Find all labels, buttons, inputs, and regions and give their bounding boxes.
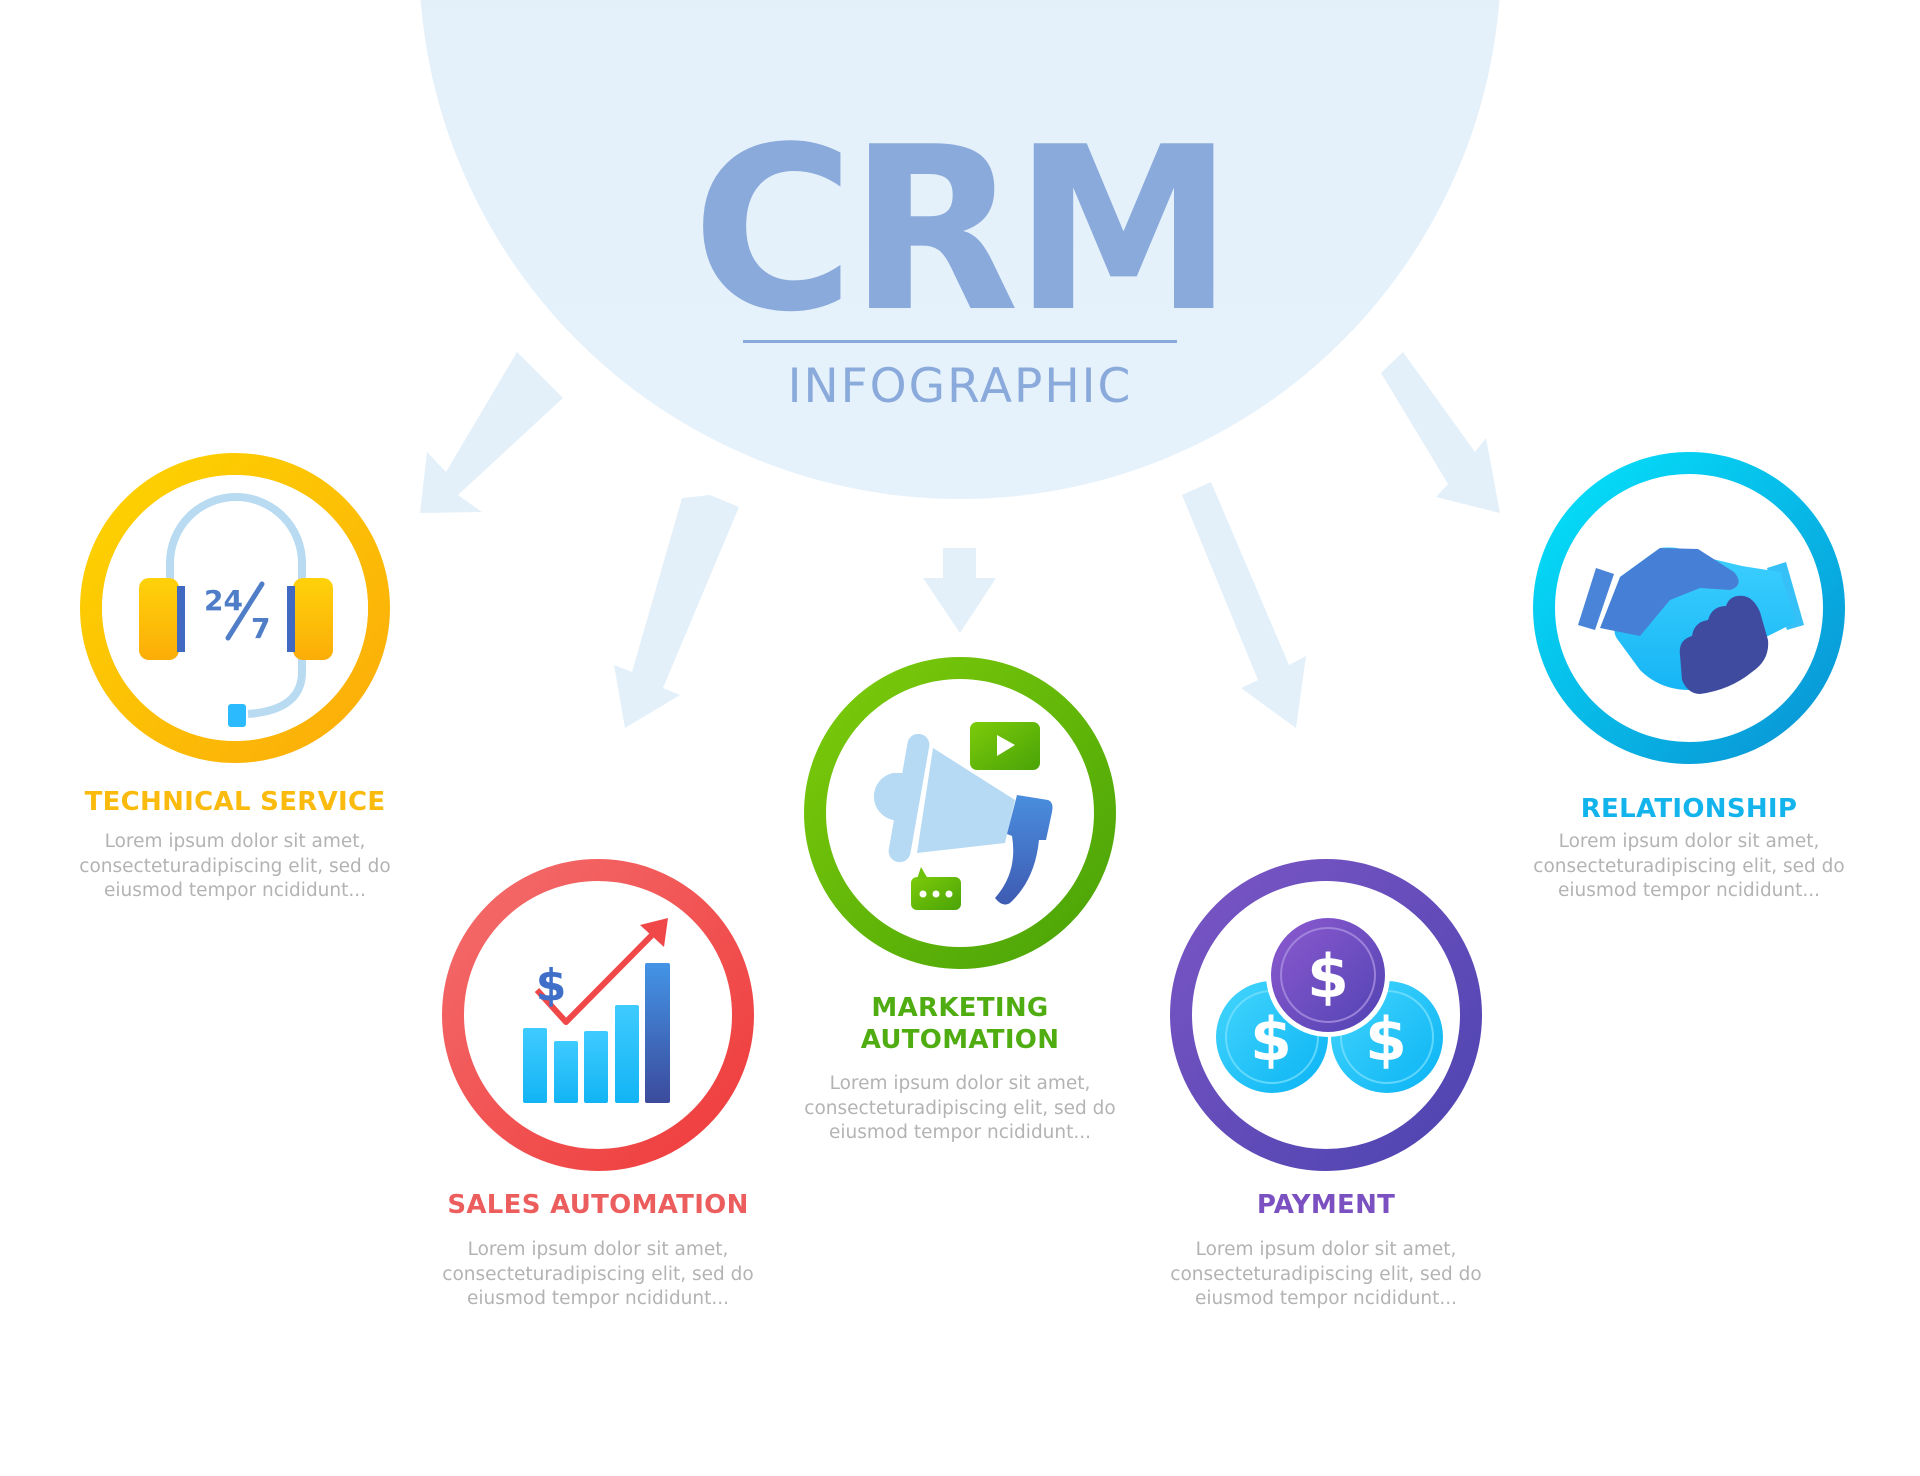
technical-service-description: Lorem ipsum dolor sit amet, consectetura… (25, 830, 445, 904)
desc-line: Lorem ipsum dolor sit amet, (104, 831, 366, 852)
desc-line: Lorem ipsum dolor sit amet, (829, 1073, 1091, 1094)
relationship-description: Lorem ipsum dolor sit amet, consectetura… (1479, 830, 1899, 904)
arrow-to-marketing-automation (923, 548, 996, 633)
desc-line: Lorem ipsum dolor sit amet, (467, 1239, 729, 1260)
desc-line: consecteturadipiscing elit, sed do (804, 1097, 1116, 1119)
page-subtitle: INFOGRAPHIC (787, 359, 1133, 414)
svg-text:$: $ (1307, 942, 1349, 1012)
dollar-coins-icon: $ $ $ (1216, 913, 1443, 1093)
desc-line: eiusmod tempor ncididunt... (828, 1122, 1092, 1143)
desc-line: eiusmod tempor ncididunt... (466, 1288, 730, 1309)
arrow-to-sales-automation (614, 495, 739, 728)
relationship-title: RELATIONSHIP (1580, 794, 1798, 824)
page-title: CRM (692, 99, 1234, 362)
sales-automation-title: SALES AUTOMATION (447, 1190, 749, 1220)
title-line: AUTOMATION (860, 1025, 1060, 1055)
desc-line: Lorem ipsum dolor sit amet, (1558, 831, 1820, 852)
handshake-icon (1578, 547, 1804, 694)
payment-circle (1170, 859, 1482, 1171)
desc-line: consecteturadipiscing elit, sed do (79, 855, 391, 877)
sales-automation-circle (442, 859, 754, 1171)
payment-title: PAYMENT (1256, 1190, 1396, 1220)
marketing-automation-title: MARKETING AUTOMATION (750, 992, 1170, 1056)
svg-text:$: $ (536, 960, 567, 1011)
desc-line: consecteturadipiscing elit, sed do (442, 1263, 754, 1285)
marketing-automation-circle (804, 657, 1116, 969)
arrow-to-relationship (1381, 352, 1500, 513)
arrow-to-technical-service (420, 352, 563, 513)
title-line: MARKETING (871, 993, 1049, 1023)
hero-semicircle (420, 0, 1500, 499)
megaphone-icon (873, 722, 1053, 910)
desc-line: eiusmod tempor ncididunt... (1194, 1288, 1458, 1309)
desc-line: eiusmod tempor ncididunt... (1557, 880, 1821, 901)
svg-text:7: 7 (251, 612, 270, 645)
title-divider (743, 340, 1177, 343)
arrow-to-payment (1182, 482, 1306, 728)
svg-text:24: 24 (204, 584, 243, 617)
sales-growth-chart-icon: $ (523, 918, 670, 1103)
desc-line: consecteturadipiscing elit, sed do (1533, 855, 1845, 877)
payment-description: Lorem ipsum dolor sit amet, consectetura… (1116, 1238, 1536, 1312)
technical-service-title: TECHNICAL SERVICE (84, 787, 386, 817)
headset-24-7-icon: 24 7 (139, 493, 333, 727)
desc-line: eiusmod tempor ncididunt... (103, 880, 367, 901)
desc-line: Lorem ipsum dolor sit amet, (1195, 1239, 1457, 1260)
marketing-automation-description: Lorem ipsum dolor sit amet, consectetura… (750, 1072, 1170, 1146)
relationship-circle (1533, 452, 1845, 764)
sales-automation-description: Lorem ipsum dolor sit amet, consectetura… (388, 1238, 808, 1312)
desc-line: consecteturadipiscing elit, sed do (1170, 1263, 1482, 1285)
